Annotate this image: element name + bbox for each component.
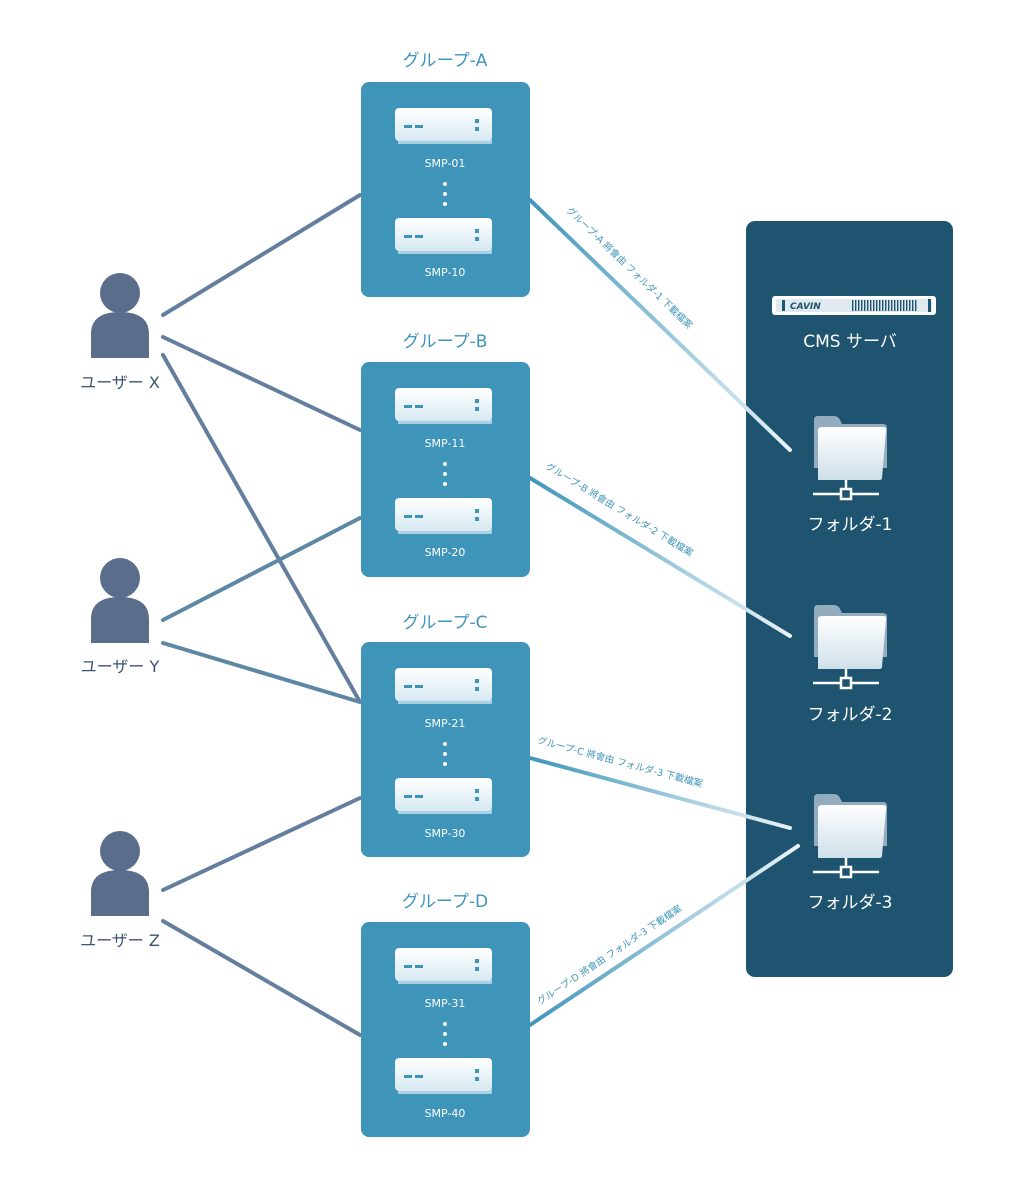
media-player-icon (395, 108, 492, 144)
folder-label: フォルダ-3 (808, 893, 893, 913)
link-y-c (161, 641, 362, 704)
link-label-b: グループ-B 將會由 フォルダ-2 下載檔案 (543, 460, 695, 559)
folder-1: フォルダ-1 (808, 416, 893, 535)
ellipsis-dots (443, 742, 447, 766)
group-d: グループ-D SMP-31 SMP-40 (361, 892, 530, 1137)
group-c: グループ-C SMP-21 SMP-30 (361, 613, 530, 857)
folder-3: フォルダ-3 (808, 794, 893, 913)
person-icon (91, 273, 149, 358)
network-folder-icon (813, 416, 887, 501)
link-y-b (161, 516, 362, 622)
folder-label: フォルダ-2 (808, 705, 893, 725)
user-z: ユーザー Z (80, 831, 160, 950)
link-x-c (161, 353, 362, 704)
device-label: SMP-30 (425, 827, 466, 840)
link-label-d: グループ-D 將會由 フォルダ-3 下載檔案 (535, 902, 685, 1007)
media-player-icon (395, 778, 492, 814)
link-x-b (161, 335, 362, 432)
link-group-b-folder-2 (528, 476, 792, 638)
link-group-a-folder-1 (528, 198, 792, 452)
link-z-d (161, 919, 362, 1037)
media-player-icon (395, 948, 492, 984)
server-brand: CAVIN (790, 302, 821, 312)
user-x: ユーザー X (80, 273, 160, 392)
device-label: SMP-01 (425, 157, 466, 170)
person-icon (91, 831, 149, 916)
server-rack-icon: CAVIN (772, 296, 936, 315)
link-group-d-folder-3 (528, 844, 800, 1027)
link-label-a: グループ-A 將會由 フォルダ-1 下載檔案 (564, 205, 695, 332)
group-title: グループ-A (403, 51, 488, 71)
user-label: ユーザー Z (80, 931, 160, 950)
group-title: グループ-B (403, 332, 488, 352)
device-label: SMP-40 (425, 1107, 466, 1120)
device-label: SMP-31 (425, 997, 466, 1010)
folder-2: フォルダ-2 (808, 605, 893, 725)
media-player-icon (395, 668, 492, 704)
media-player-icon (395, 1058, 492, 1094)
device-label: SMP-11 (425, 437, 466, 450)
ellipsis-dots (443, 1022, 447, 1046)
media-player-icon (395, 388, 492, 424)
ellipsis-dots (443, 462, 447, 486)
ellipsis-dots (443, 182, 447, 206)
group-title: グループ-D (402, 892, 488, 912)
server-title: CMS サーバ (803, 332, 897, 352)
network-folder-icon (813, 605, 887, 690)
folder-label: フォルダ-1 (808, 515, 893, 535)
group-b: グループ-B SMP-11 SMP-20 (361, 332, 530, 577)
group-title: グループ-C (403, 613, 488, 633)
user-label: ユーザー X (80, 373, 160, 392)
user-links (161, 193, 362, 1037)
link-group-c-folder-3 (528, 756, 792, 830)
cms-server-panel: CAVIN CMS サーバ (746, 221, 953, 977)
device-label: SMP-21 (425, 717, 466, 730)
device-label: SMP-20 (425, 546, 466, 559)
media-player-icon (395, 218, 492, 254)
user-y: ユーザー Y (81, 558, 160, 676)
person-icon (91, 558, 149, 643)
link-x-a (161, 193, 362, 317)
media-player-icon (395, 498, 492, 534)
network-folder-icon (813, 794, 887, 879)
folder-links (528, 198, 800, 1027)
link-z-c (161, 796, 362, 892)
group-a: グループ-A SMP-01 SMP-10 (361, 51, 530, 297)
device-label: SMP-10 (425, 266, 466, 279)
user-label: ユーザー Y (81, 657, 160, 676)
